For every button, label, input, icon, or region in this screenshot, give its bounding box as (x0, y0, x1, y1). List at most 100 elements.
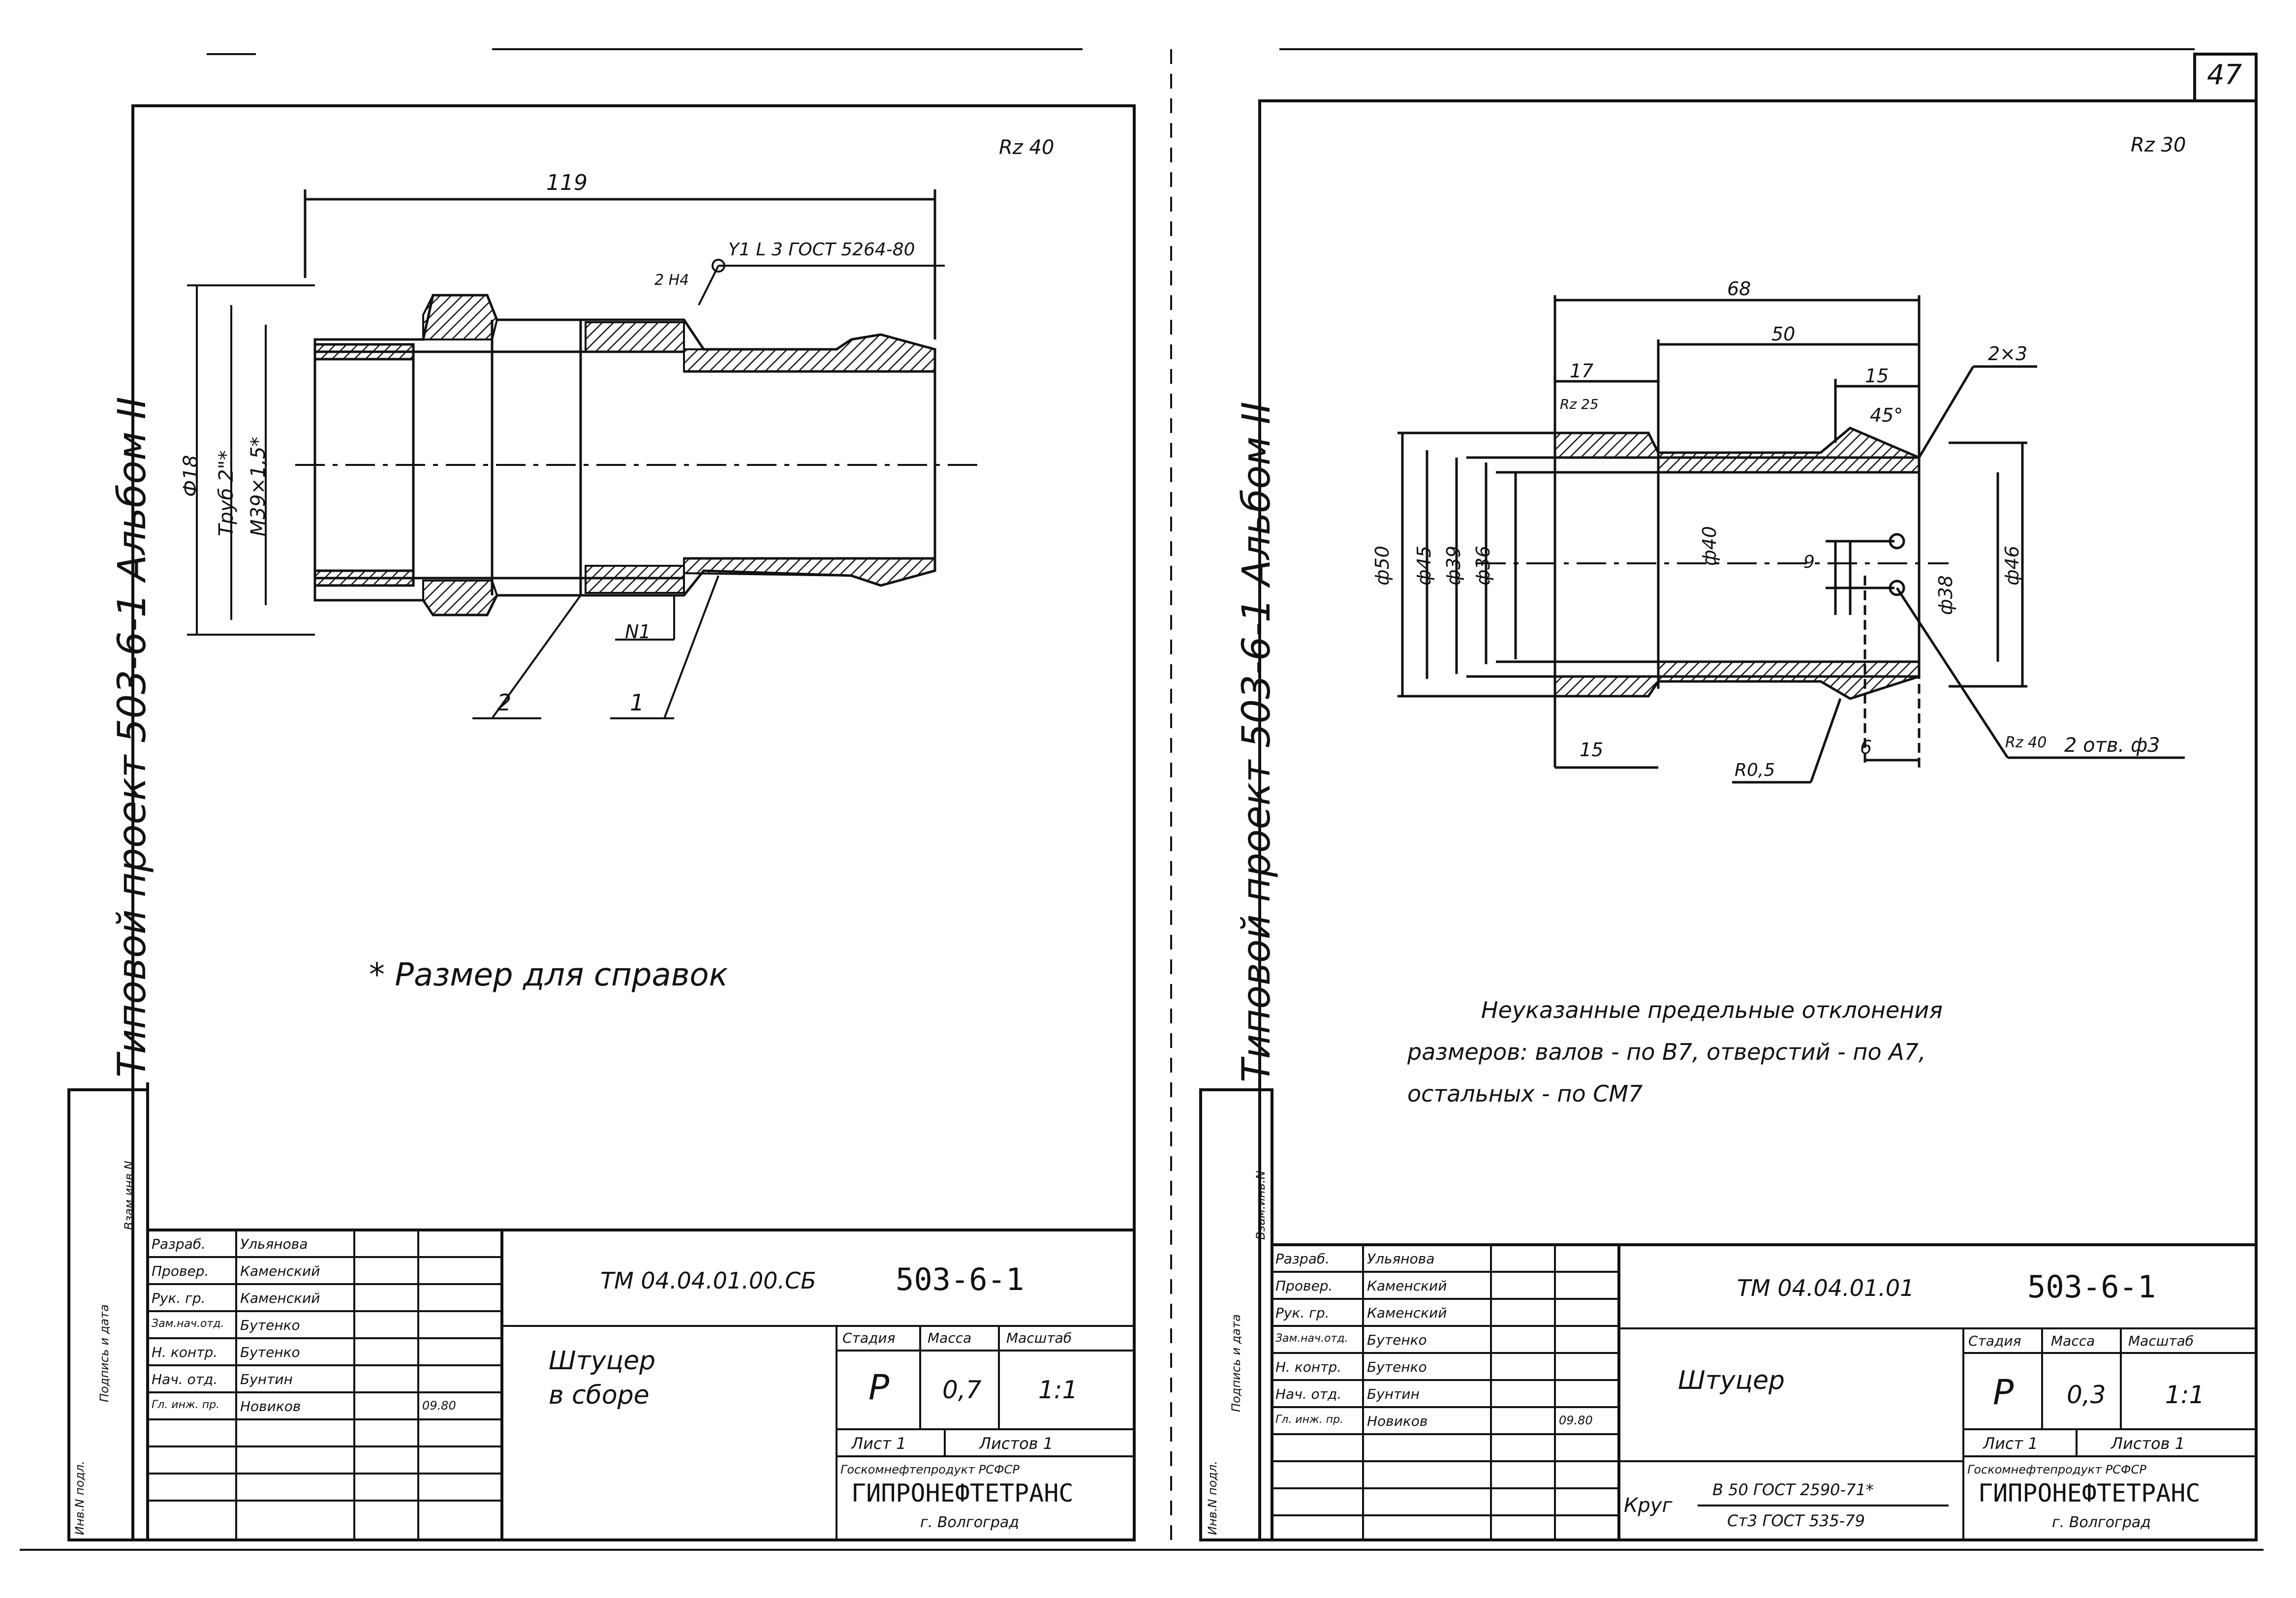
right-date: 09.80 (1559, 1414, 1593, 1427)
right-stamp-inv: Инв.N подл. (1206, 1461, 1219, 1535)
right-dim-angle: 45° (1870, 404, 1903, 426)
right-scale-header: Масштаб (2128, 1333, 2194, 1349)
left-scale-header: Масштаб (1006, 1330, 1072, 1346)
right-title-block-grid (1272, 1243, 2256, 1540)
right-sheet-label: Лист 1 (1983, 1434, 2038, 1453)
left-weld-note: Y1 L 3 ГОСТ 5264-80 (728, 240, 915, 260)
left-name: Каменский (240, 1263, 320, 1279)
right-role: Зам.нач.отд. (1275, 1332, 1348, 1345)
right-tolerance-line3: остальных - по СМ7 (1407, 1080, 1643, 1107)
right-material-top: В 50 ГОСТ 2590-71* (1712, 1480, 1874, 1499)
right-project-number: 503-6-1 (2027, 1269, 2156, 1305)
left-role: Зам.нач.отд. (152, 1318, 224, 1330)
left-hatched-sections (422, 294, 936, 616)
right-tolerance-line1: Неуказанные предельные отклонения (1481, 997, 1943, 1023)
right-dim-15-bottom: 15 (1580, 739, 1604, 761)
left-title-block-grid (148, 1229, 1134, 1540)
right-hatched-sections (1554, 427, 1920, 700)
left-title-line1: Штуцер (549, 1346, 656, 1376)
left-reference-note: * Размер для справок (369, 957, 728, 993)
left-weld-size: 2 H4 (654, 272, 689, 289)
right-role: Рук. гр. (1275, 1305, 1330, 1321)
right-dia38: ф38 (1935, 575, 1956, 615)
left-dim-thread-tube: Труб 2"* (215, 450, 238, 536)
right-rz25: Rz 25 (1560, 396, 1599, 412)
right-part-drawing (1397, 295, 2185, 784)
left-role: Разраб. (152, 1236, 206, 1252)
left-org-line3: г. Волгоград (920, 1514, 1019, 1531)
left-sheets-label: Листов 1 (979, 1434, 1054, 1453)
sheet-separator (20, 48, 2264, 1551)
right-rz40: Rz 40 (2005, 734, 2047, 751)
left-stage-value: Р (869, 1367, 890, 1408)
right-stage-header: Стадия (1968, 1333, 2021, 1349)
right-org-line3: г. Волгоград (2052, 1514, 2151, 1531)
right-role: Нач. отд. (1275, 1386, 1342, 1402)
left-name: Ульянова (240, 1236, 308, 1252)
right-r05: R0,5 (1735, 760, 1775, 780)
right-name: Бутенко (1367, 1359, 1427, 1375)
left-role: Провер. (152, 1263, 209, 1279)
right-holes: 2 отв. ф3 (2064, 734, 2160, 757)
right-tolerance-line2: размеров: валов - по В7, отверстий - по … (1407, 1039, 1926, 1065)
left-name: Новиков (240, 1398, 301, 1414)
left-project-number: 503-6-1 (896, 1261, 1024, 1297)
left-roughness: Rz 40 (999, 136, 1055, 159)
right-dim-68: 68 (1727, 278, 1751, 300)
left-dim-thread-dia: Ф18 (180, 455, 202, 497)
right-name: Ульянова (1367, 1251, 1435, 1267)
right-name: Каменский (1367, 1305, 1447, 1321)
left-role: Нач. отд. (152, 1371, 218, 1387)
left-dim-thread-metric: М39×1,5* (247, 436, 270, 536)
right-dim-50: 50 (1771, 323, 1796, 345)
right-mass-header: Масса (2051, 1333, 2095, 1349)
right-stage-value: Р (1993, 1372, 2014, 1413)
left-role: Гл. инж. пр. (152, 1399, 220, 1411)
right-role: Гл. инж. пр. (1275, 1414, 1344, 1426)
left-stamp-replace: Взам.инв.N (122, 1161, 136, 1230)
right-album-caption: Типовой проект 503-6-1 Альбом II (1235, 401, 1279, 1082)
right-dim-15-top: 15 (1865, 365, 1889, 387)
left-stamp-inv: Инв.N подл. (73, 1461, 87, 1535)
right-roughness: Rz 30 (2131, 134, 2186, 156)
left-mass-header: Масса (928, 1330, 972, 1346)
left-scale-value: 1:1 (1038, 1376, 1078, 1404)
right-title-line1: Штуцер (1678, 1366, 1785, 1395)
right-stamp-replace: Взам.инв.N (1254, 1170, 1268, 1240)
left-weld-mark: N1 (625, 621, 651, 643)
right-mass-value: 0,3 (2067, 1381, 2106, 1409)
left-date: 09.80 (422, 1399, 456, 1413)
left-album-caption: Типовой проект 503-6-1 Альбом II (110, 397, 155, 1077)
left-role: Н. контр. (152, 1344, 218, 1360)
right-role: Разраб. (1275, 1251, 1330, 1267)
right-role: Н. контр. (1275, 1359, 1342, 1375)
right-name: Каменский (1367, 1278, 1447, 1294)
left-name: Каменский (240, 1290, 320, 1306)
left-name: Бунтин (240, 1371, 293, 1387)
left-callout-2: 2 (497, 689, 512, 716)
right-name: Новиков (1367, 1413, 1428, 1429)
right-dia39: ф39 (1443, 546, 1464, 585)
right-dim-9: 9 (1803, 552, 1815, 572)
right-name: Бутенко (1367, 1332, 1427, 1348)
right-dia36: ф36 (1472, 546, 1494, 585)
right-org-line1: Госкомнефтепродукт РСФСР (1967, 1463, 2146, 1476)
right-role: Провер. (1275, 1278, 1333, 1294)
right-dia45: ф45 (1413, 546, 1435, 585)
left-dimension-lines (187, 259, 945, 719)
left-dim-overall: 119 (546, 170, 588, 195)
right-sheets-label: Листов 1 (2111, 1434, 2185, 1453)
right-sheet-frame (1199, 53, 2258, 1541)
right-doc-code: ТМ 04.04.01.01 (1737, 1275, 1915, 1301)
left-sheet-label: Лист 1 (851, 1434, 906, 1453)
right-dia40: ф40 (1699, 526, 1720, 566)
right-dim-17: 17 (1570, 360, 1594, 382)
right-org-line2: ГИПРОНЕФТЕТРАНС (1978, 1479, 2201, 1507)
left-callout-1: 1 (630, 689, 645, 716)
left-title-line2: в сборе (549, 1381, 650, 1410)
page-number: 47 (2207, 59, 2242, 91)
left-doc-code: ТМ 04.04.01.00.СБ (600, 1267, 816, 1294)
right-dia50: ф50 (1371, 546, 1393, 585)
right-dia46: ф46 (2001, 546, 2023, 585)
